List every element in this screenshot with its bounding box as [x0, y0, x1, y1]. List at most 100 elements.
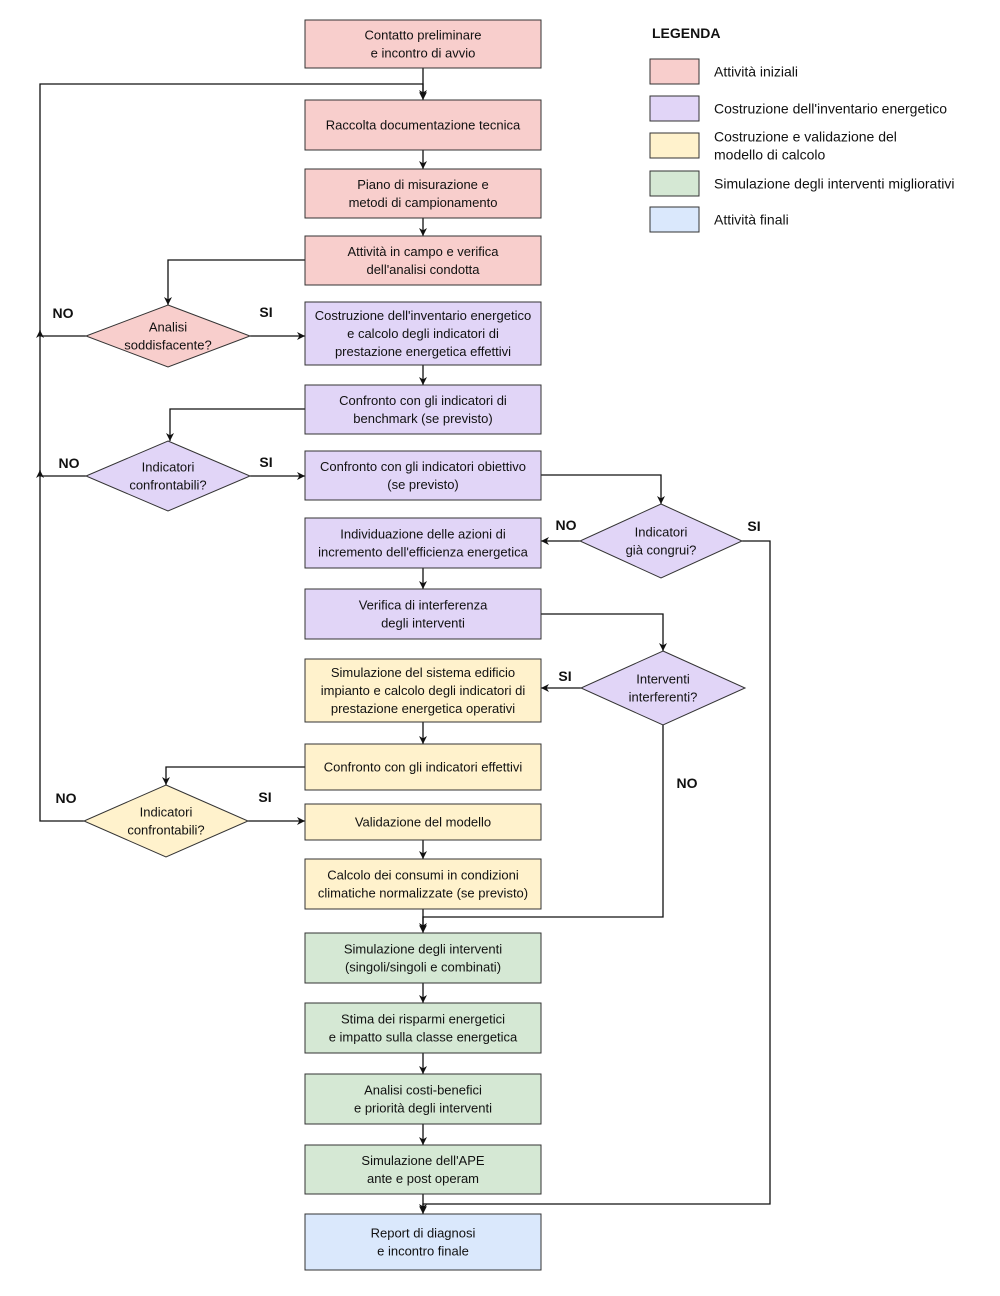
node-benchmark-box [304, 384, 542, 435]
node-costruzione: Costruzione dell'inventario energetico e … [304, 301, 542, 366]
node-piano-text: Piano di misurazione e [357, 177, 489, 192]
node-costi-text: Analisi costi-benefici [364, 1083, 482, 1098]
node-stima-box [304, 1002, 542, 1054]
node-costruzione-text: Costruzione dell'inventario energetico [315, 308, 531, 323]
legend-label-model: modello di calcolo [714, 147, 825, 163]
label-confrontabili1-si: SI [259, 454, 272, 470]
node-costruzione-text: e calcolo degli indicatori di [347, 326, 499, 341]
node-costruzione-text: prestazione energetica effettivi [335, 344, 511, 359]
node-congrui-text: già congrui? [626, 543, 697, 558]
legend-swatch-simulation [649, 170, 700, 197]
decision-analisi: Analisi soddisfacente? [84, 304, 252, 368]
node-simulazione-sistema-text: prestazione energetica operativi [331, 701, 515, 716]
node-benchmark: Confronto con gli indicatori di benchmark… [304, 384, 542, 435]
node-simulazione-sistema: Simulazione del sistema edificio impianto… [304, 658, 542, 723]
node-validazione: Validazione del modello [304, 803, 542, 841]
node-piano: Piano di misurazione e metodi di campiona… [304, 168, 542, 219]
label-confrontabili1-no: NO [59, 455, 80, 471]
edge-obiettivo-congrui [541, 474, 665, 504]
edge-confrontabili2-no [36, 470, 84, 822]
node-obiettivo-text: Confronto con gli indicatori obiettivo [320, 459, 526, 474]
decision-confrontabili1-shape [84, 440, 252, 512]
node-ape: Simulazione dell'APE ante e post operam [304, 1144, 542, 1195]
node-sim-interventi-text: Simulazione degli interventi [344, 942, 502, 957]
node-piano-box [304, 168, 542, 219]
node-report-text: e incontro finale [377, 1244, 469, 1259]
legend-swatch-initial [649, 58, 700, 85]
decision-congrui-shape [578, 503, 744, 579]
node-calcolo-text: climatiche normalizzate (se previsto) [318, 886, 528, 901]
node-attivita: Attività in campo e verifica dell'analisi… [304, 235, 542, 286]
node-calcolo-box [304, 858, 542, 910]
node-obiettivo: Confronto con gli indicatori obiettivo(s… [304, 450, 542, 501]
node-verifica-text: degli interventi [381, 616, 465, 631]
node-ape-text: ante e post operam [367, 1171, 479, 1186]
node-simulazione-sistema-text: impianto e calcolo degli indicatori di [321, 683, 526, 698]
node-contatto-text: Contatto preliminare [364, 28, 481, 43]
edge-effettivi-confrontabili2 [162, 766, 305, 785]
node-contatto: Contatto preliminare e incontro di avvio [304, 19, 542, 69]
node-benchmark-text: benchmark (se previsto) [353, 411, 492, 426]
decision-analisi-shape [84, 304, 252, 368]
label-interferenti-si: SI [558, 668, 571, 684]
legend-label-initial: Attività iniziali [714, 64, 798, 80]
node-interferenti-text: interferenti? [629, 690, 698, 705]
node-sim-interventi: Simulazione degli interventi(singoli/sin… [304, 932, 542, 984]
node-raccolta: Raccolta documentazione tecnica [304, 99, 542, 151]
node-ape-text: Simulazione dell'APE [361, 1153, 484, 1168]
node-raccolta-text: Raccolta documentazione tecnica [326, 118, 521, 133]
node-effettivi: Confronto con gli indicatori effettivi [304, 743, 542, 791]
node-attivita-text: dell'analisi condotta [366, 262, 480, 277]
node-verifica-text: Verifica di interferenza [359, 598, 488, 613]
node-stima-text: e impatto sulla classe energetica [329, 1030, 518, 1045]
node-simulazione-sistema-box [304, 658, 542, 723]
node-stima-text: Stima dei risparmi energetici [341, 1012, 505, 1027]
legend-swatch-inventory [649, 95, 700, 122]
node-individuazione-box [304, 517, 542, 569]
legend-title: LEGENDA [652, 25, 720, 41]
legend-label-inventory: Costruzione dell'inventario energetico [714, 101, 947, 117]
legend-label-simulation: Simulazione degli interventi migliorativ… [714, 176, 954, 192]
edge-attivita-analisi [164, 259, 305, 305]
decision-confrontabili2-shape [82, 784, 250, 858]
node-individuazione-text: Individuazione delle azioni di [340, 527, 506, 542]
node-contatto-text: e incontro di avvio [371, 46, 476, 61]
node-piano-text: metodi di campionamento [349, 195, 498, 210]
legend-item-final: Attività finali [649, 206, 789, 233]
label-congrui-no: NO [556, 517, 577, 533]
node-costi-box [304, 1073, 542, 1125]
node-analisi-text: Analisi [149, 320, 187, 335]
node-sim-interventi-box [304, 932, 542, 984]
node-simulazione-sistema-text: Simulazione del sistema edificio [331, 665, 515, 680]
label-interferenti-no: NO [677, 775, 698, 791]
label-confrontabili2-si: SI [258, 789, 271, 805]
edge-benchmark-confrontabili1 [166, 408, 305, 441]
node-verifica: Verifica di interferenza degli interventi [304, 588, 542, 640]
legend-item-inventory: Costruzione dell'inventario energetico [649, 95, 947, 122]
node-costi-text: e priorità degli interventi [354, 1101, 492, 1116]
node-attivita-box [304, 235, 542, 286]
node-stima: Stima dei risparmi energetici e impatto s… [304, 1002, 542, 1054]
node-benchmark-text: Confronto con gli indicatori di [339, 393, 507, 408]
legend-item-initial: Attività iniziali [649, 58, 798, 85]
node-report-text: Report di diagnosi [371, 1226, 476, 1241]
node-validazione-text: Validazione del modello [355, 815, 491, 830]
connectors [36, 68, 771, 1214]
node-costi: Analisi costi-benefici e priorità degli i… [304, 1073, 542, 1125]
decision-interferenti-shape [579, 650, 747, 726]
node-confrontabili2-text: confrontabili? [127, 823, 204, 838]
label-confrontabili2-no: NO [56, 790, 77, 806]
node-interferenti-text: Interventi [636, 672, 690, 687]
legend-label-final: Attività finali [714, 212, 789, 228]
decision-interferenti: Interventi interferenti? [579, 650, 747, 726]
label-analisi-no: NO [53, 305, 74, 321]
node-calcolo-text: Calcolo dei consumi in condizioni [327, 868, 519, 883]
node-ape-box [304, 1144, 542, 1195]
node-verifica-box [304, 588, 542, 640]
node-analisi-text: soddisfacente? [124, 338, 211, 353]
node-attivita-text: Attività in campo e verifica [347, 244, 499, 259]
